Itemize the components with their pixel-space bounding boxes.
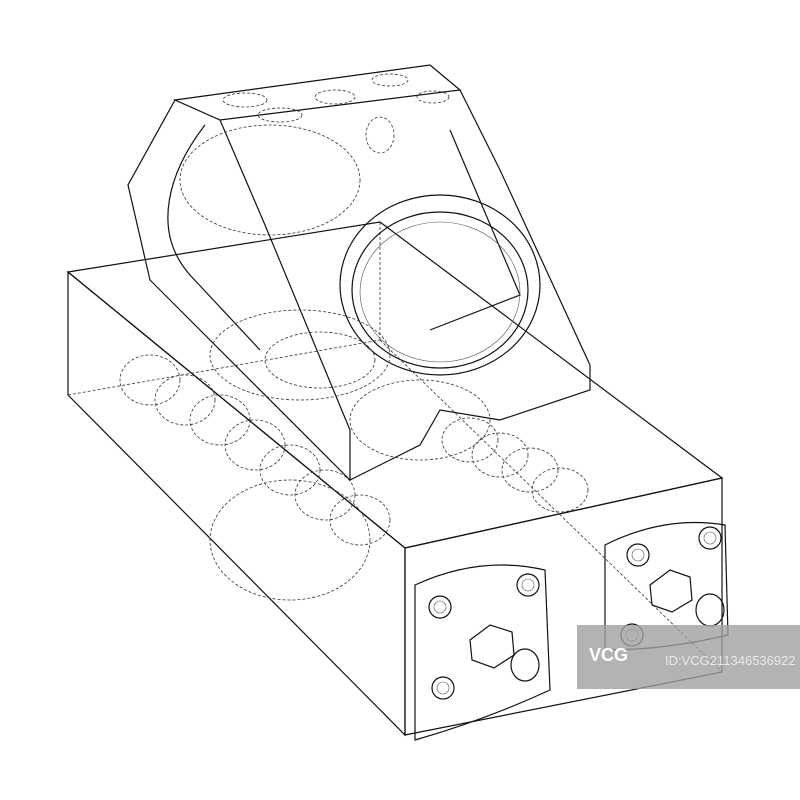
- worm-gear-right: [441, 417, 589, 513]
- hidden-internals: [119, 73, 589, 601]
- end-plate-left: [414, 564, 551, 741]
- watermark-id: ID:VCG211346536922: [665, 653, 796, 668]
- watermark-logo: VCG: [589, 645, 629, 665]
- bearing-ring: [339, 194, 541, 376]
- worm-gear-left: [119, 354, 391, 546]
- upper-housing: [127, 64, 591, 481]
- watermark: VCG ID:VCG211346536922: [577, 625, 800, 689]
